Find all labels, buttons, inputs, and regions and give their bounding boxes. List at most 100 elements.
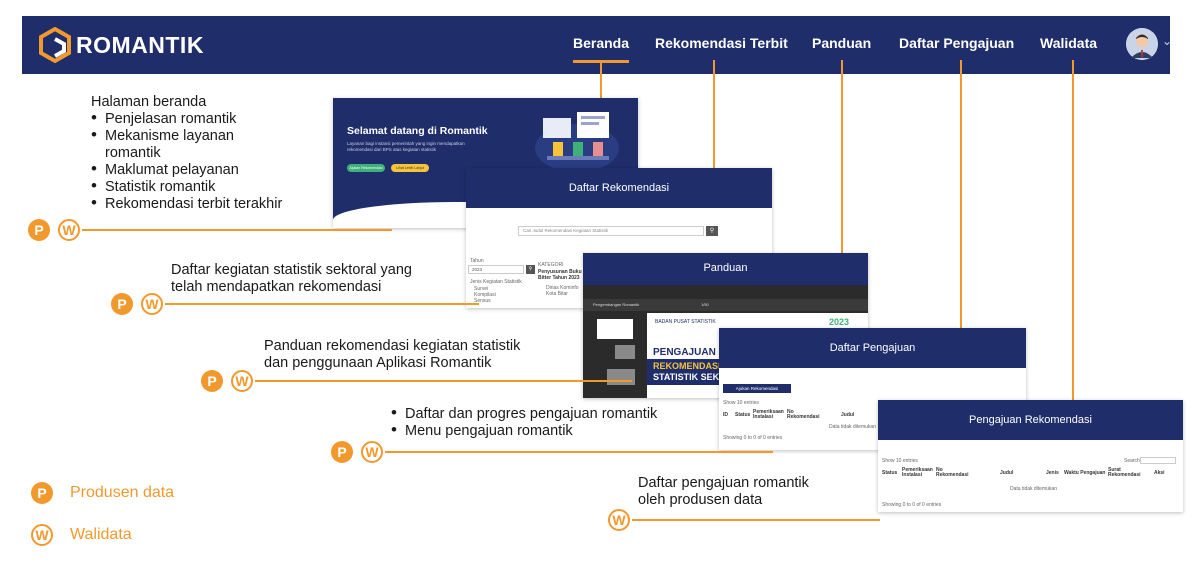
chevron-down-icon[interactable]: ⌄ bbox=[1162, 34, 1173, 48]
callout-walidata-line bbox=[632, 519, 880, 521]
pengajuan-rekomendasi-title: Pengajuan Rekomendasi bbox=[878, 400, 1183, 440]
callout-beranda-line bbox=[82, 229, 392, 231]
callout-beranda-title: Halaman beranda bbox=[91, 94, 207, 110]
nav-panduan[interactable]: Panduan bbox=[812, 35, 872, 51]
connector-pengajuan bbox=[960, 60, 962, 350]
search-icon[interactable]: ⚲ bbox=[706, 226, 718, 236]
pdf-title-line1: PENGAJUAN bbox=[653, 347, 716, 358]
user-avatar-icon bbox=[1126, 28, 1158, 60]
pdf-thumb-3[interactable] bbox=[607, 369, 635, 385]
pdf-thumb-2[interactable] bbox=[615, 345, 635, 359]
jenis-option-kompilasi[interactable]: Kompilasi bbox=[474, 292, 496, 298]
badge-walidata: W bbox=[361, 441, 383, 463]
w-col-surat: Surat Rekomendasi bbox=[1108, 467, 1141, 478]
badge-walidata: W bbox=[58, 219, 80, 241]
legend-produsen-label: Produsen data bbox=[70, 484, 175, 501]
legend-walidata-label: Walidata bbox=[70, 526, 132, 543]
w-col-aksi: Aksi bbox=[1154, 470, 1165, 476]
top-navbar: ROMANTIK Beranda Rekomendasi Terbit Pand… bbox=[22, 16, 1173, 74]
home-illustration-icon bbox=[535, 112, 619, 172]
walidata-search-input[interactable] bbox=[1140, 457, 1176, 464]
pengajuan-empty-text: Data tidak ditemukan bbox=[829, 424, 876, 430]
badge-walidata: W bbox=[231, 370, 253, 392]
nav-rekomendasi-terbit[interactable]: Rekomendasi Terbit bbox=[655, 35, 788, 51]
callout-pengajuan-item: Menu pengajuan romantik bbox=[391, 421, 721, 440]
w-col-waktu: Waktu Pengajuan bbox=[1064, 470, 1106, 476]
callout-beranda-item: Mekanisme layanan romantik bbox=[91, 126, 266, 162]
callout-panduan-line2: dan penggunaan Aplikasi Romantik bbox=[264, 355, 492, 371]
nav-daftar-pengajuan[interactable]: Daftar Pengajuan bbox=[899, 35, 1015, 51]
callout-beranda-item: Penjelasan romantik bbox=[91, 109, 331, 128]
daftar-rekomendasi-title: Daftar Rekomendasi bbox=[466, 168, 772, 208]
callout-panduan-line1: Panduan rekomendasi kegiatan statistik bbox=[264, 338, 521, 354]
badge-walidata: W bbox=[608, 509, 630, 531]
tahun-select[interactable]: 2023 bbox=[468, 265, 524, 274]
pdf-page-indicator: 1/50 bbox=[701, 302, 709, 307]
walidata-footer-text: Showing 0 to 0 of 0 entries bbox=[882, 502, 942, 508]
pdf-thumb-1[interactable] bbox=[597, 319, 633, 339]
pdf-title-line2: REKOMENDASI K bbox=[653, 361, 730, 371]
badge-produsen-data: P bbox=[201, 370, 223, 392]
col-status: Status bbox=[735, 412, 751, 418]
callout-panduan-line bbox=[255, 380, 632, 382]
callout-beranda: Halaman beranda Penjelasan romantik Meka… bbox=[91, 94, 331, 213]
callout-beranda-item: Rekomendasi terbit terakhir bbox=[91, 194, 331, 213]
ajukan-rekomendasi-button[interactable]: Ajukan Rekomendasi bbox=[723, 384, 791, 393]
connector-rekomendasi bbox=[713, 60, 715, 193]
pdf-file-name: Pengembangan Romantik bbox=[593, 302, 640, 307]
home-lihat-button[interactable]: Lihat Lebih Lanjut bbox=[391, 164, 429, 172]
col-no-rekomendasi: No Rekomendasi bbox=[787, 409, 820, 420]
badge-walidata: W bbox=[141, 293, 163, 315]
tahun-label: Tahun bbox=[470, 258, 484, 264]
rekomendasi-item-org: Dinas Kominfo Kota Bitar bbox=[546, 285, 579, 297]
nav-walidata[interactable]: Walidata bbox=[1040, 35, 1098, 51]
callout-panduan: Panduan rekomendasi kegiatan statistik d… bbox=[264, 338, 584, 372]
panduan-title: Panduan bbox=[583, 253, 868, 285]
brand-logo[interactable]: ROMANTIK bbox=[38, 27, 204, 63]
pdf-toolbar: Pengembangan Romantik 1/50 bbox=[583, 299, 868, 311]
callout-walidata-line1: Daftar pengajuan romantik bbox=[638, 475, 809, 491]
connector-walidata bbox=[1072, 60, 1074, 410]
callout-pengajuan-line bbox=[385, 451, 773, 453]
callout-pengajuan-item: Daftar dan progres pengajuan romantik bbox=[391, 404, 721, 423]
home-desc-text: Layanan bagi instansi pemerintah yang in… bbox=[347, 141, 465, 152]
w-col-jenis: Jenis bbox=[1046, 470, 1059, 476]
badge-produsen-data: P bbox=[28, 219, 50, 241]
callout-rekomendasi-line bbox=[165, 303, 479, 305]
home-ajukan-button[interactable]: Ajukan Rekomendasi bbox=[347, 164, 385, 172]
callout-rekomendasi-line1: Daftar kegiatan statistik sektoral yang bbox=[171, 262, 412, 278]
nav-beranda[interactable]: Beranda bbox=[573, 35, 630, 63]
pengajuan-show-entries[interactable]: Show 10 entries bbox=[723, 400, 759, 406]
badge-produsen-data: P bbox=[331, 441, 353, 463]
col-judul: Judul bbox=[841, 412, 855, 418]
jenis-option-survei[interactable]: Survei bbox=[474, 286, 489, 292]
connector-beranda bbox=[600, 60, 602, 110]
callout-walidata: Daftar pengajuan romantik oleh produsen … bbox=[638, 475, 878, 509]
col-pemeriksaan: Pemeriksaan Instalasi bbox=[753, 409, 784, 420]
w-col-no-rekomendasi: No Rekomendasi bbox=[936, 467, 969, 478]
filter-search-icon[interactable]: ⚲ bbox=[526, 265, 535, 274]
daftar-pengajuan-title: Daftar Pengajuan bbox=[719, 328, 1026, 368]
callout-rekomendasi: Daftar kegiatan statistik sektoral yang … bbox=[171, 262, 471, 296]
jenis-option-sensus[interactable]: Sensus bbox=[474, 298, 491, 304]
callout-pengajuan: Daftar dan progres pengajuan romantik Me… bbox=[391, 404, 721, 440]
home-welcome-text: Selamat datang di Romantik bbox=[347, 125, 488, 137]
legend-badge-p: P bbox=[31, 482, 53, 504]
col-id: ID bbox=[723, 412, 728, 418]
pdf-title-line3: STATISTIK SEKTO bbox=[653, 372, 732, 382]
kategori-label: KATEGORI bbox=[538, 262, 564, 268]
pdf-year: 2023 bbox=[829, 317, 850, 327]
connector-panduan bbox=[841, 60, 843, 278]
jenis-label: Jenis Kegiatan Statistik bbox=[470, 279, 522, 285]
legend-badge-w: W bbox=[31, 524, 53, 546]
pdf-title-block bbox=[647, 359, 727, 385]
rekomendasi-item-title[interactable]: Penyusunan Buku Bitter Tahun 2023 bbox=[538, 269, 582, 281]
screenshot-pengajuan-rekomendasi: Pengajuan Rekomendasi Show 10 entries Se… bbox=[878, 400, 1183, 512]
rekomendasi-search-input[interactable]: Cari Judul Rekomendasi Kegiatan Statisti… bbox=[518, 226, 704, 236]
callout-rekomendasi-line2: telah mendapatkan rekomendasi bbox=[171, 279, 382, 295]
callout-walidata-line2: oleh produsen data bbox=[638, 492, 763, 508]
user-avatar[interactable] bbox=[1126, 28, 1158, 60]
walidata-empty-text: Data tidak ditemukan bbox=[1010, 486, 1057, 492]
callout-beranda-item: Maklumat pelayanan bbox=[91, 160, 331, 179]
walidata-show-entries[interactable]: Show 10 entries bbox=[882, 458, 918, 464]
